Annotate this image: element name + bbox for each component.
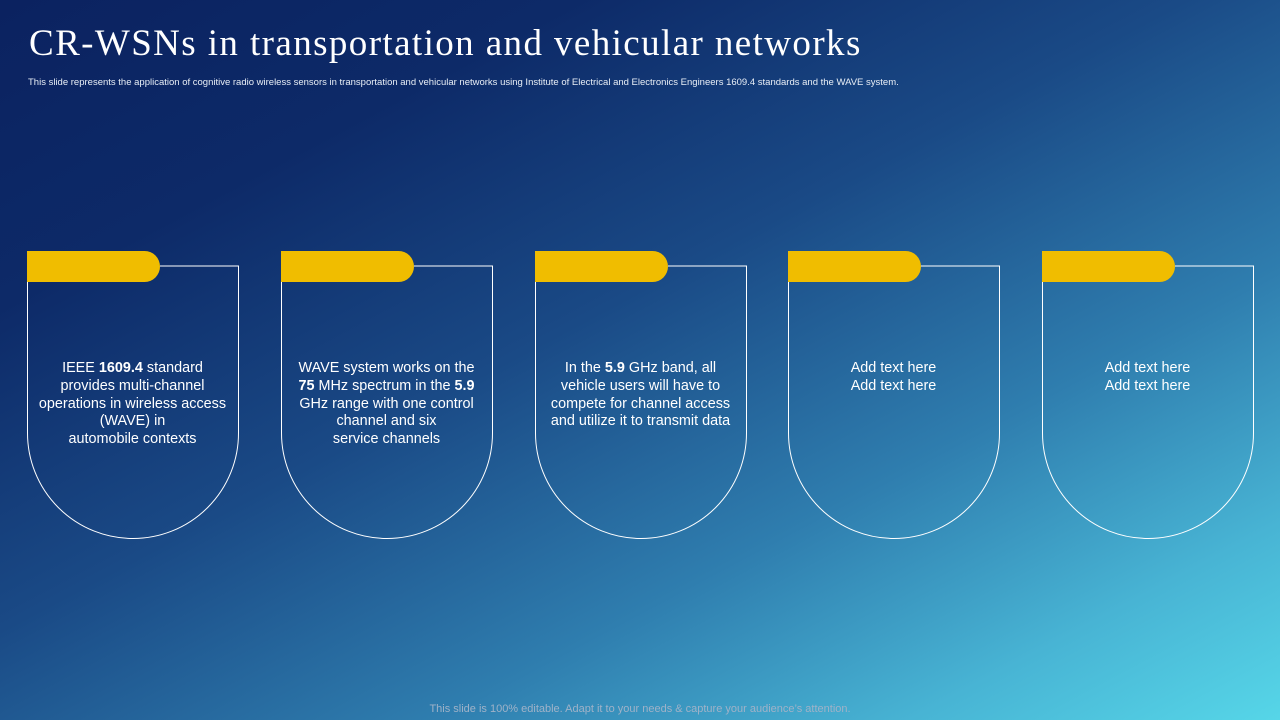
card-4-outline bbox=[788, 265, 1000, 539]
card-1-line1-pre: IEEE bbox=[62, 360, 99, 376]
card-4-tab bbox=[788, 251, 921, 282]
card-1-text: IEEE 1609.4 standard provides multi-chan… bbox=[33, 360, 232, 449]
card-3-line3: compete for channel access bbox=[550, 395, 731, 412]
card-1-line2: provides multi-channel bbox=[60, 377, 205, 394]
card-4-text: Add text here Add text here bbox=[794, 360, 993, 396]
card-2-tab bbox=[281, 251, 414, 282]
card-1-outline bbox=[27, 265, 239, 539]
card-5-line2: Add text here bbox=[1104, 377, 1191, 394]
card-3-line1-post: GHz band, all bbox=[624, 360, 717, 376]
card-2-line2-bold1: 75 bbox=[298, 377, 315, 394]
card-2-line2-bold2: 5.9 bbox=[454, 377, 475, 394]
card-3-line4: and utilize it to transmit data bbox=[550, 413, 731, 430]
slide-footer: This slide is 100% editable. Adapt it to… bbox=[429, 703, 851, 715]
card-1-line1-post: standard bbox=[142, 360, 203, 376]
card-4: Add text here Add text here bbox=[788, 251, 1018, 541]
card-2: WAVE system works on the 75 MHz spectrum… bbox=[281, 251, 511, 541]
card-5-tab bbox=[1042, 251, 1175, 282]
card-2-line1: WAVE system works on the bbox=[298, 360, 475, 376]
slide-title: CR-WSNs in transportation and vehicular … bbox=[29, 23, 862, 64]
card-1-line3: operations in wireless access bbox=[38, 395, 227, 412]
card-5-line1: Add text here bbox=[1104, 360, 1191, 376]
card-3-text: In the 5.9 GHz band, all vehicle users w… bbox=[541, 360, 740, 431]
card-2-line4: channel and six bbox=[336, 413, 437, 430]
card-5: Add text here Add text here bbox=[1042, 251, 1272, 541]
card-2-text: WAVE system works on the 75 MHz spectrum… bbox=[287, 360, 486, 449]
card-4-line1: Add text here bbox=[850, 360, 937, 376]
card-3-line1-bold: 5.9 bbox=[604, 360, 625, 376]
card-2-outline bbox=[281, 265, 493, 539]
slide-subtitle: This slide represents the application of… bbox=[28, 77, 899, 88]
card-1-line5: automobile contexts bbox=[68, 431, 197, 448]
card-1-line1-bold: 1609.4 bbox=[98, 360, 143, 376]
card-3-line2: vehicle users will have to bbox=[560, 377, 721, 394]
card-4-line2: Add text here bbox=[850, 377, 937, 394]
card-3-outline bbox=[535, 265, 747, 539]
card-1: IEEE 1609.4 standard provides multi-chan… bbox=[27, 251, 257, 541]
card-5-text: Add text here Add text here bbox=[1048, 360, 1247, 396]
card-2-line3: GHz range with one control bbox=[299, 395, 474, 412]
card-3-tab bbox=[535, 251, 668, 282]
card-1-line4: (WAVE) in bbox=[99, 413, 166, 430]
card-3-line1-pre: In the bbox=[564, 360, 605, 376]
card-2-line5: service channels bbox=[332, 431, 441, 448]
card-2-line2-mid: MHz spectrum in the bbox=[314, 377, 455, 394]
card-3: In the 5.9 GHz band, all vehicle users w… bbox=[535, 251, 765, 541]
card-1-tab bbox=[27, 251, 160, 282]
card-5-outline bbox=[1042, 265, 1254, 539]
